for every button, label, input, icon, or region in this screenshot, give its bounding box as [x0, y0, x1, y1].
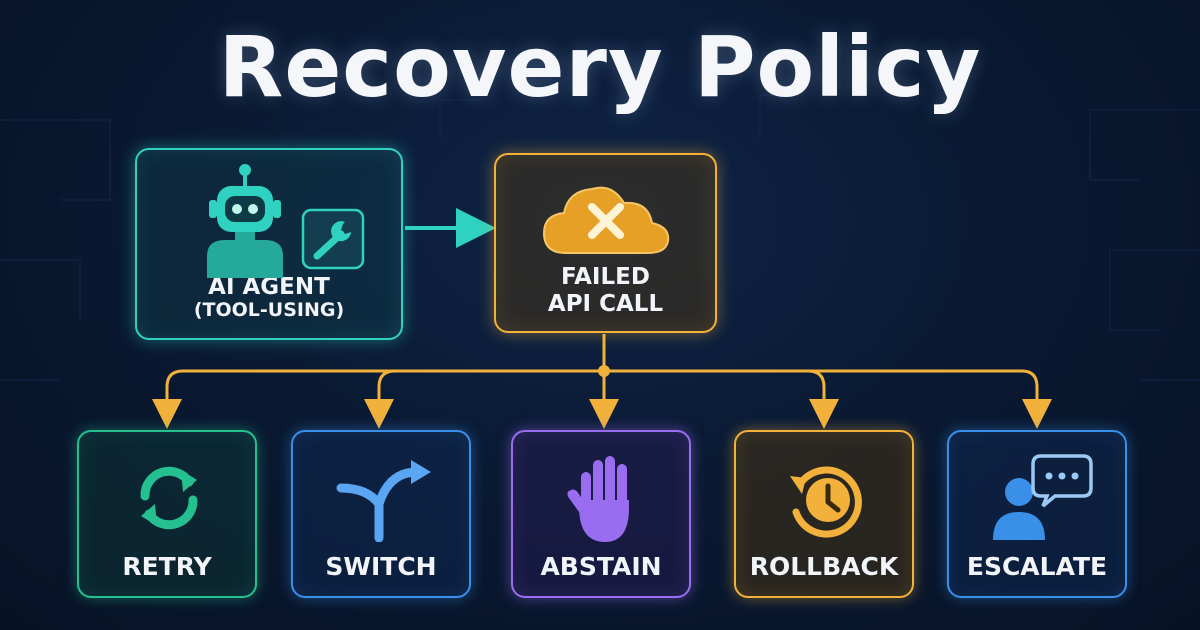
action-label: ESCALATE	[966, 552, 1108, 582]
action-rollback: ROLLBACK	[734, 430, 914, 598]
robot-icon	[207, 164, 283, 278]
agent-node: AI AGENT (TOOL-USING)	[135, 148, 403, 340]
action-escalate: ESCALATE	[947, 430, 1127, 598]
failed-api-call-node: FAILED API CALL	[494, 153, 717, 333]
failure-label-line1: FAILED	[561, 264, 650, 291]
action-abstain: ABSTAIN	[511, 430, 691, 598]
action-label: RETRY	[122, 552, 212, 582]
agent-label: AI AGENT	[208, 273, 330, 300]
page-title: Recovery Policy	[218, 18, 982, 116]
history-clock-icon	[790, 466, 862, 538]
wrench-icon	[301, 208, 365, 270]
fork-arrow-icon	[336, 460, 431, 542]
cloud-error-icon	[542, 186, 670, 254]
person-chat-icon	[993, 454, 1093, 540]
action-label: ROLLBACK	[749, 552, 899, 582]
refresh-icon	[140, 466, 198, 530]
action-switch: SWITCH	[291, 430, 471, 598]
failure-label-line2: API CALL	[547, 290, 664, 317]
action-retry: RETRY	[77, 430, 257, 598]
agent-sublabel: (TOOL-USING)	[193, 299, 345, 322]
hand-icon	[567, 456, 629, 542]
action-label: ABSTAIN	[540, 552, 662, 582]
action-label: SWITCH	[325, 552, 437, 582]
